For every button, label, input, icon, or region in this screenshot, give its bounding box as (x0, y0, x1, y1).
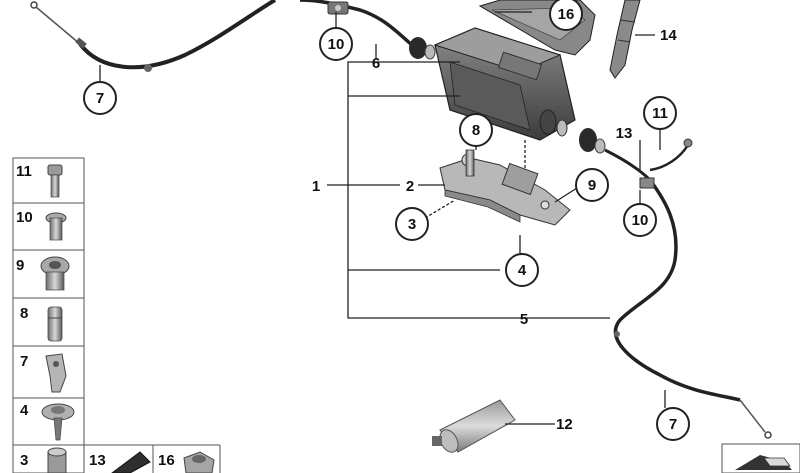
parking-brake-actuator (433, 27, 576, 141)
actuator-bracket (439, 153, 571, 226)
callout-6: 6 (372, 55, 380, 72)
kit-number-13: 13 (89, 452, 106, 469)
kit-nut-4 (41, 403, 75, 441)
svg-text:7: 7 (96, 90, 104, 107)
callout-14: 14 (660, 27, 677, 44)
svg-text:16: 16 (558, 6, 575, 23)
callout-7-right: 7 (656, 407, 690, 441)
callout-5: 5 (520, 311, 528, 328)
kit-number-3: 3 (20, 452, 28, 469)
kit-bolt-11 (47, 164, 63, 198)
svg-text:4: 4 (518, 262, 527, 279)
svg-text:11: 11 (652, 105, 668, 122)
callout-11: 11 (643, 96, 677, 130)
callout-16: 16 (549, 0, 583, 31)
callout-7-left: 7 (83, 81, 117, 115)
kit-number-16: 16 (158, 452, 175, 469)
kit-clip-7 (45, 353, 67, 393)
callout-10-right: 10 (623, 203, 657, 237)
leader-lines (99, 11, 666, 425)
svg-text:8: 8 (472, 122, 480, 139)
svg-text:2: 2 (406, 178, 414, 195)
grease-tube (432, 399, 516, 453)
kit-grommet-9 (40, 256, 70, 291)
kit-nut-16 (183, 451, 215, 473)
callout-1: 1 (312, 178, 320, 195)
svg-text:5: 5 (520, 311, 528, 328)
svg-text:14: 14 (660, 27, 677, 44)
brake-cable-upper (299, 0, 436, 60)
kit-number-4: 4 (20, 402, 29, 419)
svg-text:10: 10 (328, 36, 345, 53)
callout-3: 3 (395, 207, 429, 241)
brake-cable-right (579, 128, 772, 439)
kit-number-8: 8 (20, 305, 28, 322)
kit-sleeve-13 (111, 451, 151, 473)
svg-text:12: 12 (556, 416, 573, 433)
orientation-thumbnail (721, 443, 800, 473)
kit-bolt-10 (45, 212, 67, 241)
brake-cable-left (30, 0, 277, 72)
svg-text:10: 10 (632, 212, 649, 229)
svg-text:9: 9 (588, 177, 596, 194)
svg-text:7: 7 (669, 416, 677, 433)
callout-10-top: 10 (319, 27, 353, 61)
bolt-8 (465, 149, 475, 177)
svg-text:3: 3 (408, 216, 416, 233)
release-lever (609, 0, 641, 79)
callout-9: 9 (575, 168, 609, 202)
svg-text:1: 1 (312, 178, 320, 195)
kit-number-10: 10 (16, 209, 33, 226)
small-parts-grid (12, 157, 221, 473)
callout-8: 8 (459, 113, 493, 147)
kit-number-11: 11 (16, 163, 32, 180)
callout-4: 4 (505, 253, 539, 287)
svg-text:13: 13 (616, 125, 633, 142)
kit-number-9: 9 (16, 257, 24, 274)
svg-text:6: 6 (372, 55, 380, 72)
kit-nut-3 (47, 447, 67, 473)
kit-number-7: 7 (20, 353, 28, 370)
callout-12: 12 (556, 416, 573, 433)
callout-13: 13 (616, 125, 633, 142)
kit-bolt-8 (47, 306, 63, 342)
callout-2: 2 (406, 178, 414, 195)
